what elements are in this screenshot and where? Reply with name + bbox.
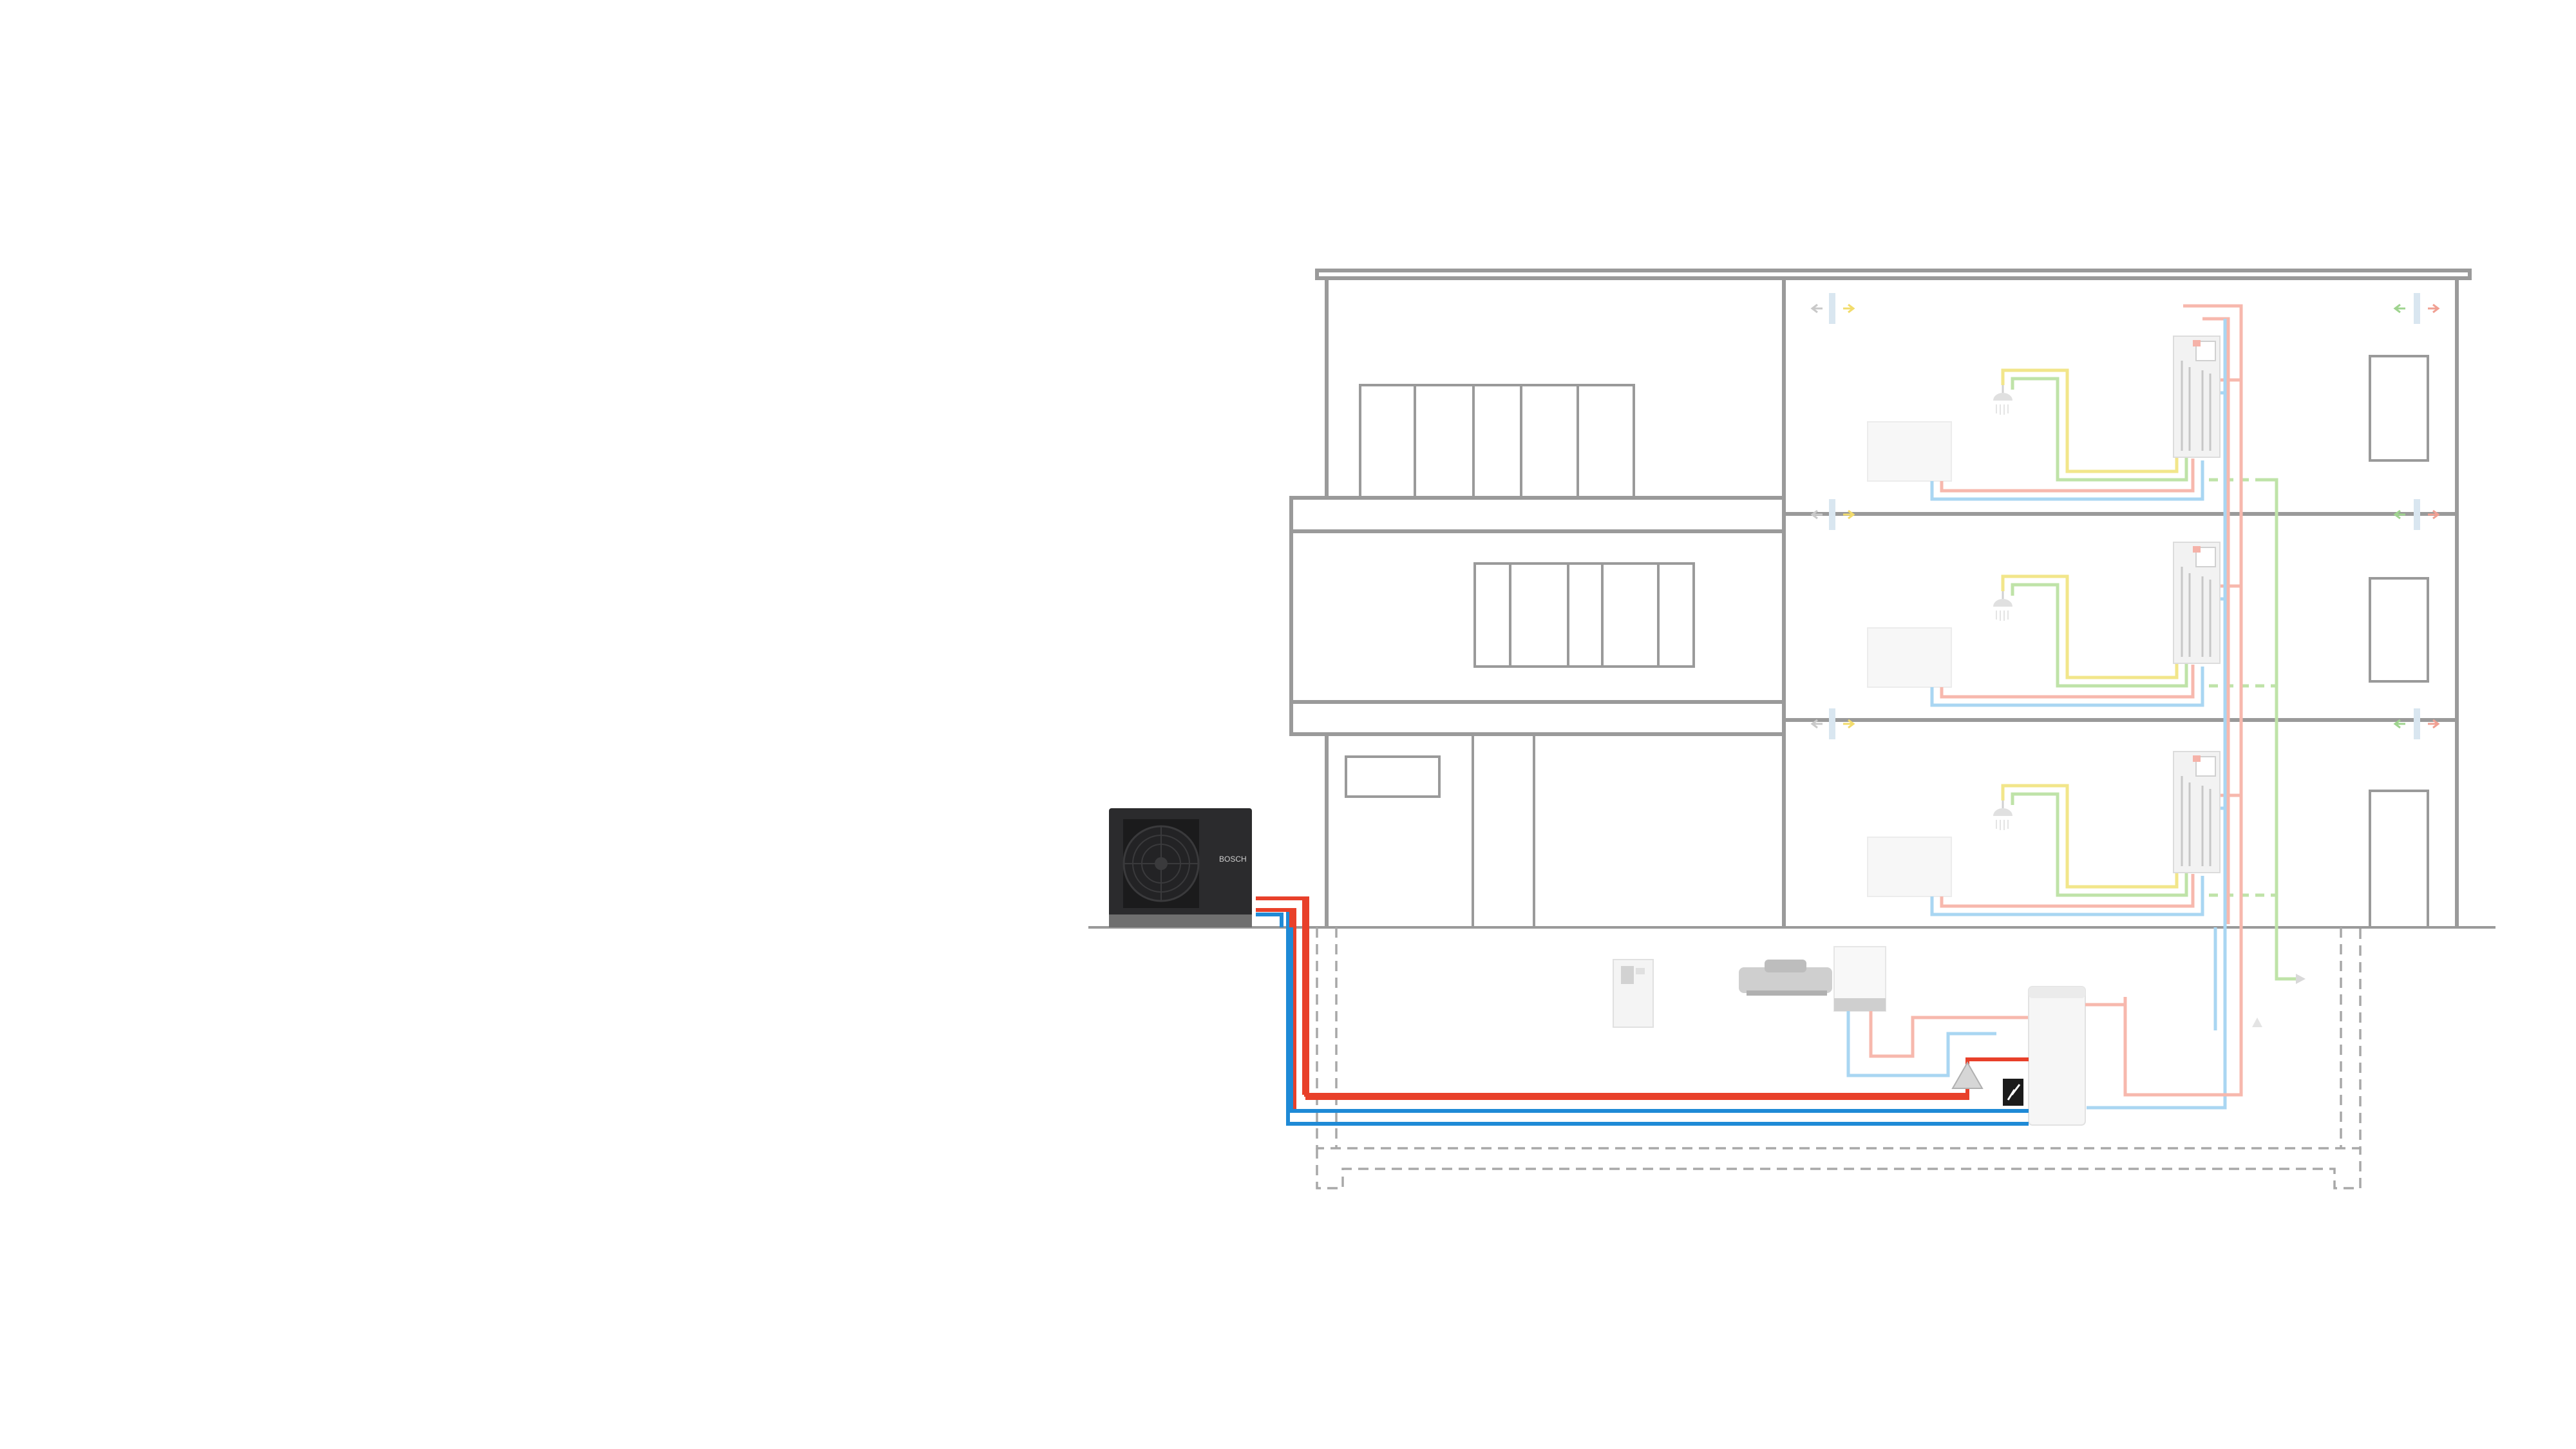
vent-arrow-exhaust <box>2428 509 2440 520</box>
vent-arrow-exhaust <box>2428 303 2440 314</box>
heating-pipe-cold <box>1930 876 2204 916</box>
vent-arrow-exhaust <box>2428 719 2440 729</box>
station-red-marker <box>2193 340 2201 346</box>
buffer-tank-icon <box>2028 986 2086 1126</box>
shower-head <box>1993 808 2012 816</box>
ground-floor-openings <box>1345 734 1535 927</box>
radiator-icon <box>1867 837 1952 897</box>
riser-green <box>2257 478 2296 981</box>
apartment-station-icon <box>2173 751 2221 873</box>
dhw-pipe-yellow <box>2001 368 2179 473</box>
apartment-station-icon <box>2173 336 2221 458</box>
station-pipes <box>2181 776 2211 866</box>
dhw-pipe-green <box>2011 792 2188 897</box>
vent-duct-left <box>1829 293 1835 324</box>
station-display <box>2195 756 2216 777</box>
station-red-marker <box>2193 546 2201 553</box>
brand-label: BOSCH <box>1219 855 1247 864</box>
riser-hot-2 <box>2202 317 2230 924</box>
ventilation-arrows-icon <box>1810 293 2440 324</box>
shower-head <box>1993 393 2012 401</box>
shower-spray <box>1996 611 2009 621</box>
electric-heater-icon <box>2003 1079 2023 1106</box>
expansion-vessel-icon <box>1739 960 1832 996</box>
station-red-marker <box>2193 755 2201 762</box>
door-floor-1 <box>2369 790 2429 927</box>
shower-icon <box>1993 385 2012 415</box>
vent-duct-right <box>2414 293 2420 324</box>
roof <box>1315 269 2472 280</box>
vent-duct-left <box>1829 499 1835 530</box>
heating-pipe-hot <box>1940 459 2195 493</box>
wall-boiler-icon <box>1833 946 1886 1012</box>
vent-arrow-supply <box>2393 719 2405 729</box>
upper-window <box>1359 384 1635 499</box>
dhw-pipe-green <box>2011 377 2188 482</box>
apartment-doors <box>2369 355 2429 927</box>
valve-arrow-riser <box>2252 1018 2262 1027</box>
shower-head <box>1993 599 2012 607</box>
dhw-pipe-yellow <box>2001 784 2179 889</box>
riser-cold <box>2087 319 2227 1110</box>
vent-arrow-in <box>1843 719 1855 729</box>
valve-arrow-green <box>2296 974 2306 984</box>
heating-pipe-hot <box>1940 665 2195 699</box>
controller-cabinet-icon <box>1613 959 1654 1028</box>
vent-arrow-in <box>1843 303 1855 314</box>
boiler-pipe-cold <box>1846 1011 1996 1077</box>
dhw-pipe-yellow <box>2001 574 2179 679</box>
building-outline <box>1289 269 2472 927</box>
vent-arrow-supply <box>2393 303 2405 314</box>
cantilever-box <box>1289 496 1786 736</box>
apartment-station-icon <box>2173 542 2221 664</box>
tank-hot-out <box>2085 1003 2241 1097</box>
apartment-floor-3 <box>1810 708 2440 916</box>
basement-outline <box>1316 927 2362 1189</box>
door-floor-2 <box>2369 577 2429 683</box>
apartment-piping <box>1810 293 2440 916</box>
station-pipes <box>2181 567 2211 657</box>
ground-window <box>1345 755 1441 798</box>
dhw-pipe-green <box>2011 583 2188 688</box>
boiler-pipe-hot <box>1869 1011 2041 1058</box>
vent-arrow-out <box>1810 719 1823 729</box>
vent-arrow-out <box>1810 303 1823 314</box>
ventilation-arrows-icon <box>1810 499 2440 530</box>
vent-arrow-out <box>1810 509 1823 520</box>
vent-arrow-supply <box>2393 509 2405 520</box>
vent-arrow-in <box>1843 509 1855 520</box>
vent-duct-right <box>2414 499 2420 530</box>
shower-spray <box>1996 820 2009 830</box>
vent-duct-left <box>1829 708 1835 739</box>
apartment-floor-1 <box>1810 293 2440 501</box>
radiator-icon <box>1867 421 1952 482</box>
station-pipes <box>2181 361 2211 451</box>
shower-icon <box>1993 800 2012 830</box>
apartment-floor-2 <box>1810 499 2440 707</box>
vent-duct-right <box>2414 708 2420 739</box>
heat-pump-outdoor-unit-icon: BOSCH <box>1109 808 1252 927</box>
door-floor-3 <box>2369 355 2429 462</box>
circulation-pump-icon <box>1951 1061 1984 1089</box>
shower-icon <box>1993 591 2012 621</box>
middle-window <box>1473 562 1695 668</box>
ventilation-arrows-icon <box>1810 708 2440 739</box>
radiator-icon <box>1867 627 1952 688</box>
heating-pipe-cold <box>1930 460 2204 501</box>
shower-spray <box>1996 404 2009 415</box>
heating-pipe-hot <box>1940 874 2195 908</box>
heating-pipe-cold <box>1930 667 2204 707</box>
